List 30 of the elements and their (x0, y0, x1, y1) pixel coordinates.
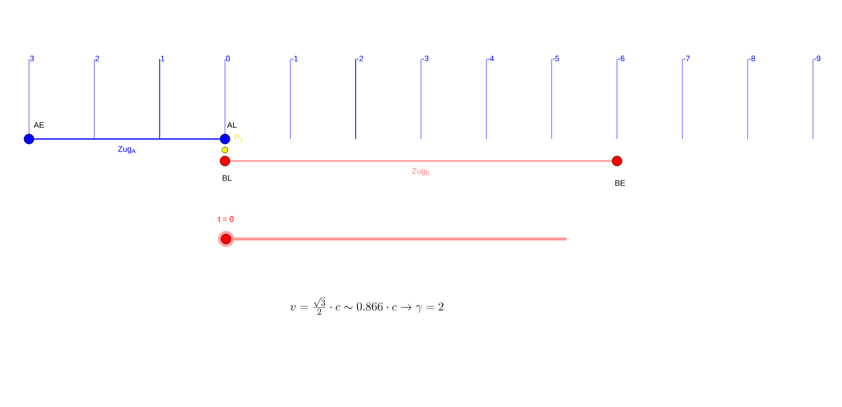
node-label: P$_{1}$ (235, 134, 243, 142)
tick-label: 0 (226, 56, 230, 62)
node-label: t = 0 (218, 216, 234, 222)
tick-label: 3 (30, 56, 34, 62)
node-label: AE (34, 122, 44, 128)
tick-label: -1 (291, 56, 298, 62)
tick-label: -6 (618, 56, 624, 62)
tick-label: -3 (422, 56, 428, 62)
tick-label: -2 (356, 56, 364, 62)
point: BE (612, 156, 625, 186)
slider-point: t = 0 (218, 216, 234, 247)
point: BL (220, 156, 232, 181)
edge-label: Zug$_{A}$ (118, 146, 136, 154)
node-label: BE (615, 180, 625, 186)
node-label: AL (227, 122, 237, 128)
tick-label: -9 (814, 56, 820, 62)
point: AE (24, 122, 44, 144)
segment (230, 160, 612, 162)
tick-label: -7 (683, 56, 690, 62)
tick-label: -5 (552, 56, 560, 62)
edge-label: Zug$_{B}$ (412, 168, 430, 176)
segment (34, 138, 220, 140)
node-label: BL (222, 175, 232, 181)
point: P$_{1}$ (222, 134, 243, 154)
tick-label: 1 (160, 56, 164, 62)
slider-track (231, 238, 568, 240)
tick-label: -4 (487, 56, 494, 62)
formula: $v = \frac{\sqrt{3}}{2} \cdot c \sim 0.866 \cdot c \to \gamma = 2$ (290, 298, 444, 315)
tick-label: -8 (748, 56, 756, 62)
tick-label: 2 (95, 56, 100, 62)
